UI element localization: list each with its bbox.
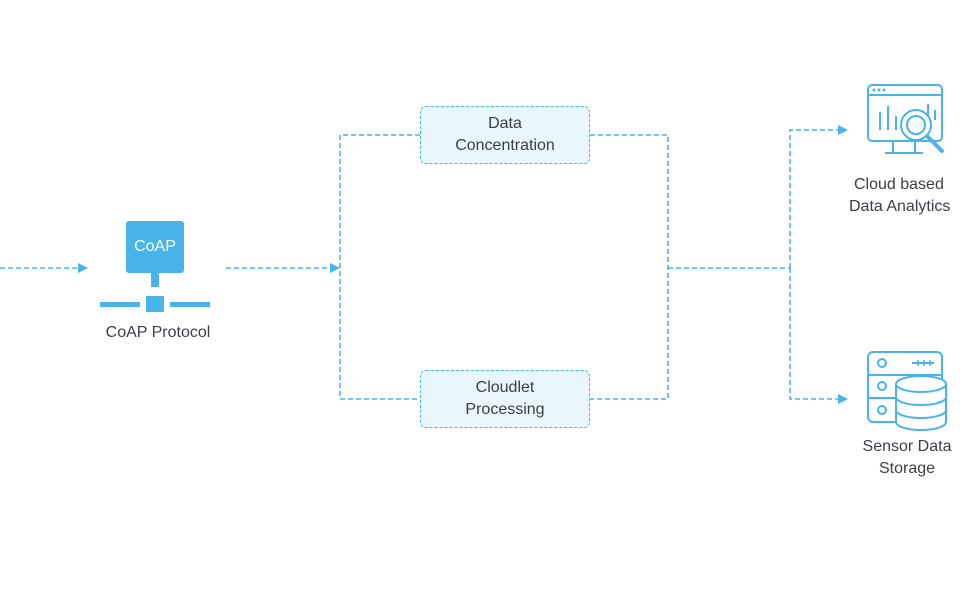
sensor-storage-line1: Sensor Data	[862, 438, 952, 455]
data-concentration-line1: Data	[488, 115, 522, 132]
coap-icon-text: CoAP	[134, 238, 176, 255]
to-analytics-arrow	[789, 125, 848, 268]
cloud-analytics-label: Cloud based Data Analytics	[846, 174, 960, 218]
cloudlet-processing-line2: Processing	[465, 401, 545, 418]
cloudlet-processing-line1: Cloudlet	[475, 379, 535, 396]
data-concentration-line2: Concentration	[455, 137, 555, 154]
data-concentration-box: Data Concentration	[420, 106, 590, 164]
server-database-icon	[867, 351, 947, 431]
coap-protocol-label: CoAP Protocol	[78, 322, 238, 344]
network-node-icon	[100, 221, 210, 312]
cloud-analytics-line2: Data Analytics	[849, 198, 951, 215]
cloud-analytics-line1: Cloud based	[854, 176, 944, 193]
coap-protocol-text: CoAP Protocol	[105, 324, 211, 341]
cloudlet-processing-box: Cloudlet Processing	[420, 370, 590, 428]
sensor-storage-label: Sensor Data Storage	[852, 436, 960, 480]
split-branch-line	[339, 134, 420, 400]
sensor-storage-line2: Storage	[878, 460, 936, 477]
analytics-monitor-icon	[867, 84, 944, 154]
merge-branch-line	[590, 134, 669, 400]
to-storage-arrow	[789, 268, 848, 404]
